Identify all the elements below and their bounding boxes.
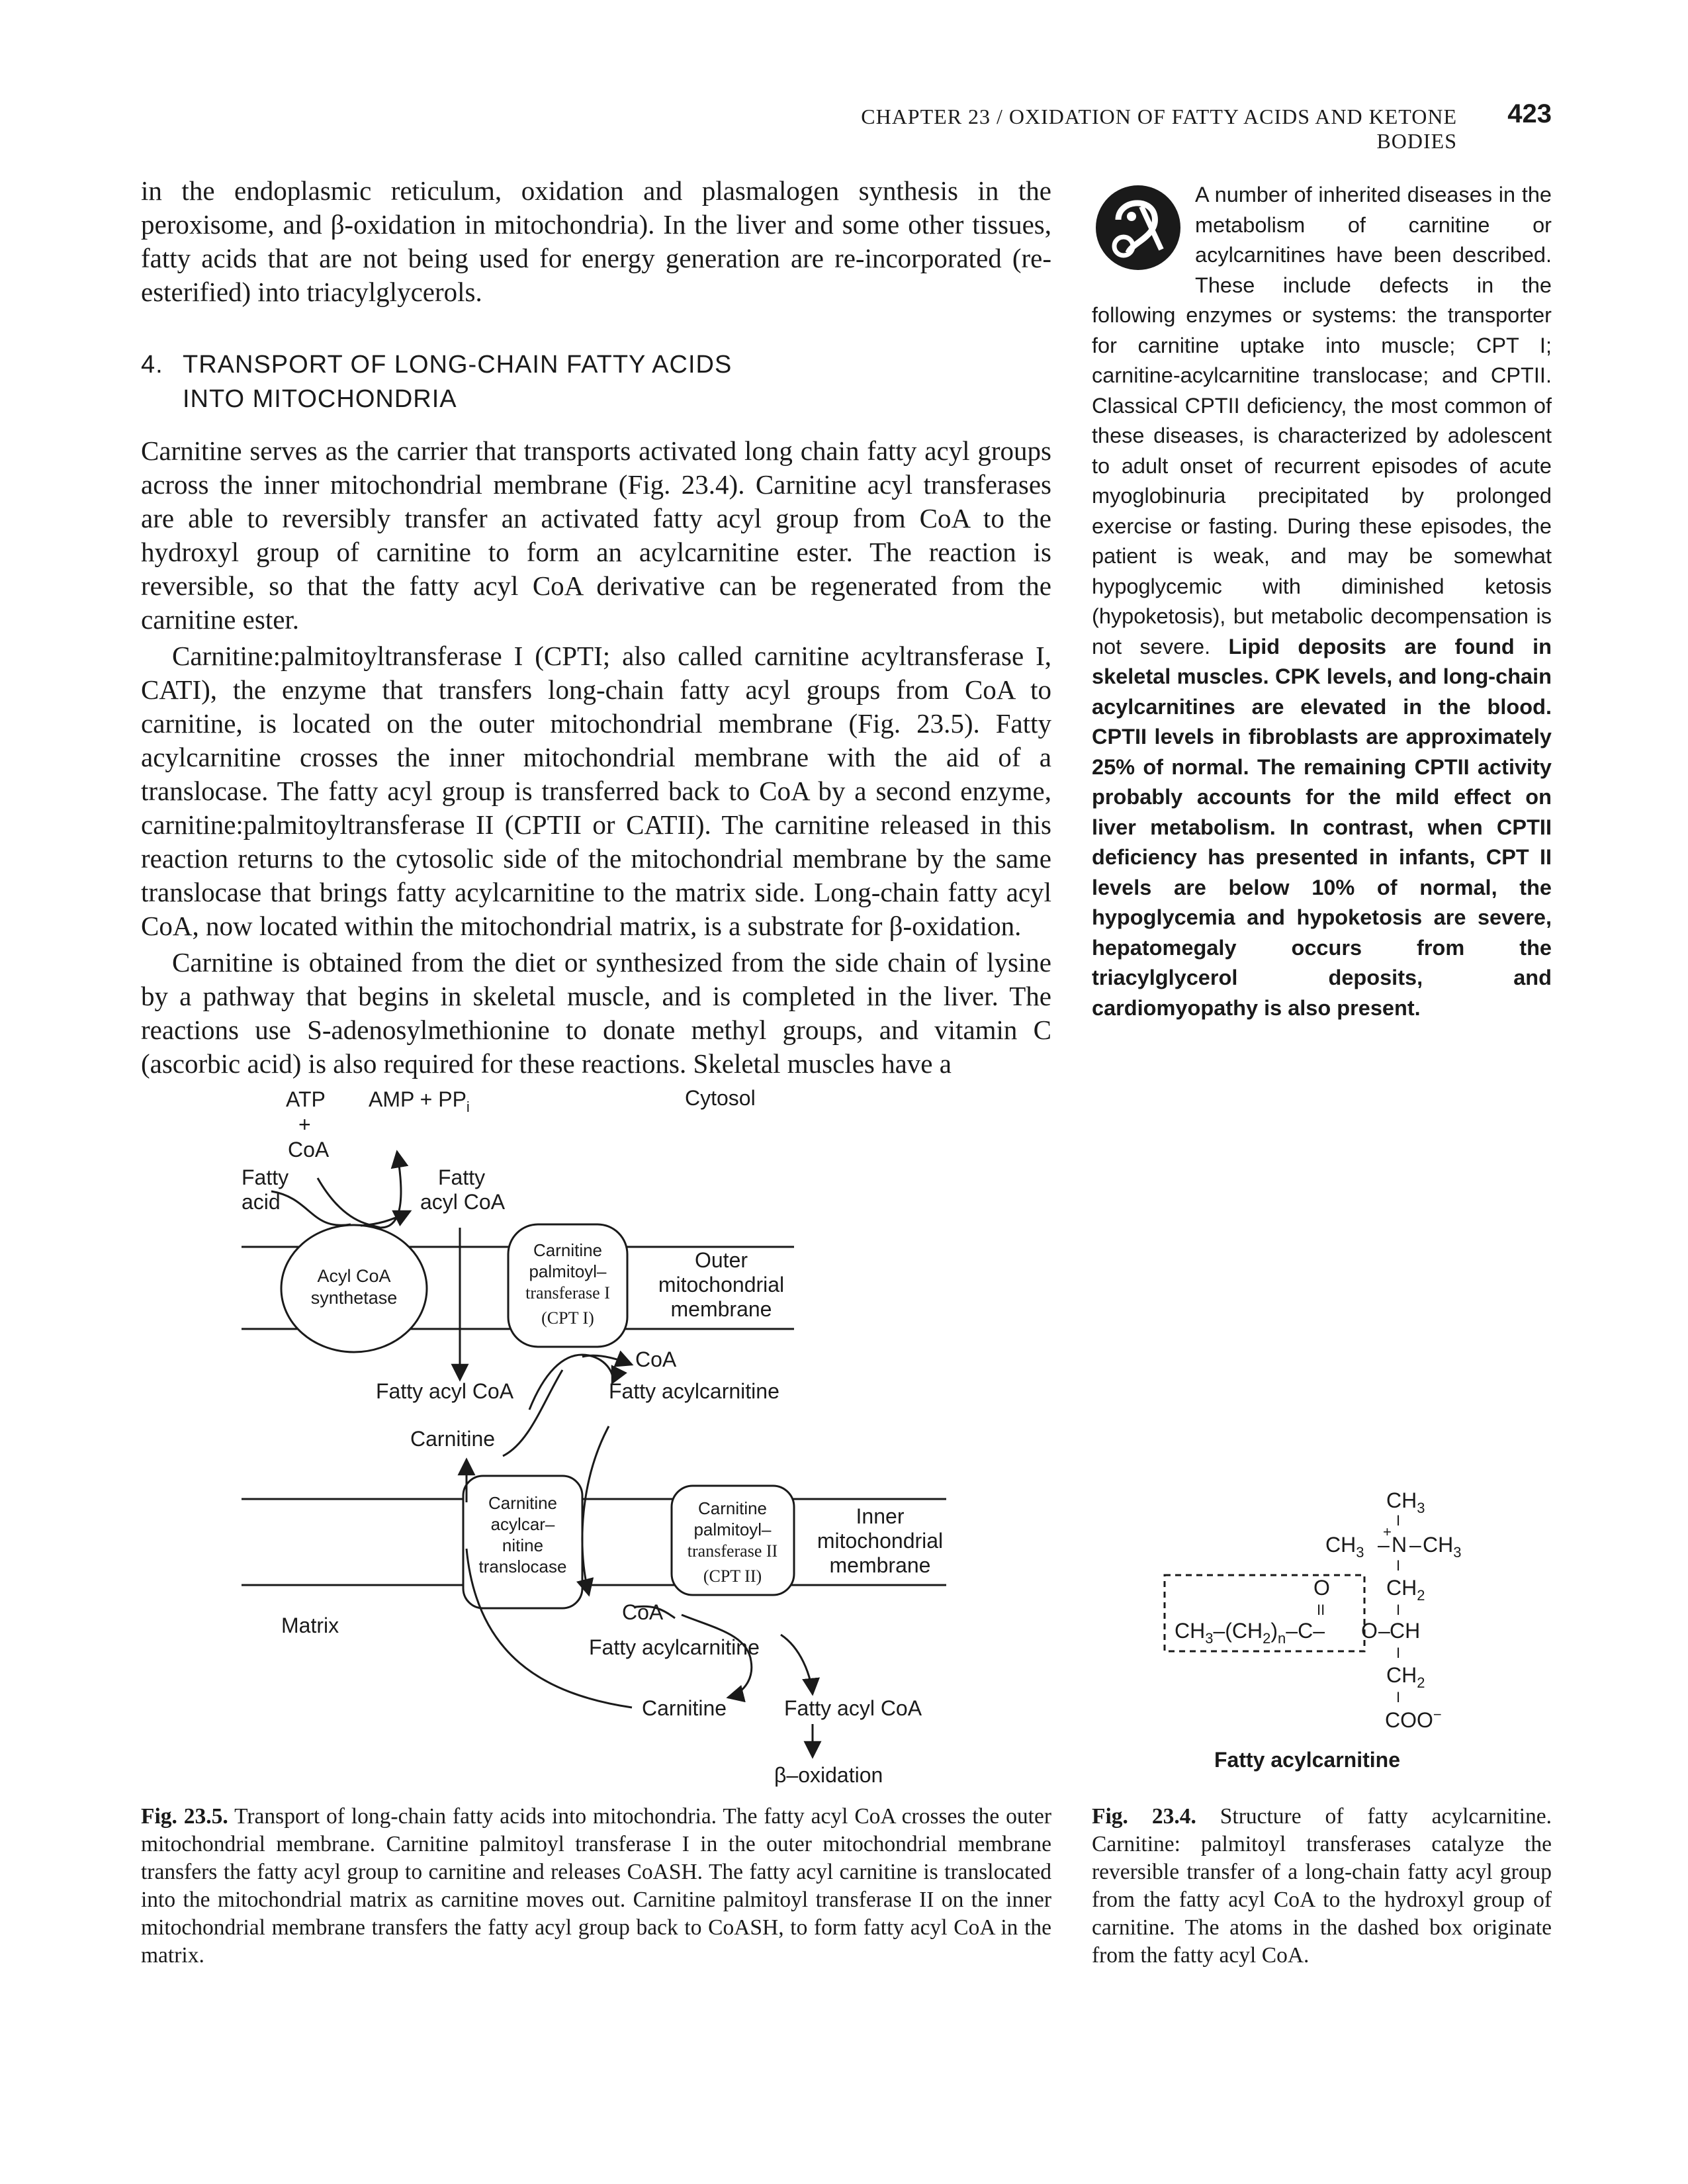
inner-membrane-label-2: mitochondrial <box>817 1529 943 1553</box>
coa-release-arrow <box>582 1350 634 1367</box>
atp-label: ATP <box>286 1087 326 1111</box>
section-title-line1: TRANSPORT OF LONG-CHAIN FATTY ACIDS <box>183 351 733 379</box>
translocase-label-4: translocase <box>479 1557 567 1576</box>
svg-text:–: – <box>1378 1619 1390 1643</box>
fig234-caption-label: Fig. 23.4. <box>1092 1804 1196 1829</box>
fig235-caption-label: Fig. 23.5. <box>141 1804 228 1829</box>
synthetase-label-1: Acyl CoA <box>317 1266 390 1286</box>
cpt1-box <box>507 1223 629 1348</box>
cpt2-label-2: palmitoyl– <box>693 1520 772 1539</box>
beta-oxidation-label: β–oxidation <box>774 1763 883 1787</box>
fig234-caption-text: Structure of fatty acylcarnitine. Carnit… <box>1092 1804 1552 1968</box>
matrix-label: Matrix <box>281 1614 339 1637</box>
para-2: Carnitine:palmitoyltransferase I (CPTI; … <box>141 641 1051 941</box>
ch3-top: CH3 <box>1386 1488 1425 1516</box>
fatty-acyl-coa-matrix-label: Fatty acyl CoA <box>784 1696 922 1720</box>
cpt1-label-3: transferase I <box>525 1283 610 1302</box>
fatty-acid-label-2: acid <box>242 1190 281 1214</box>
acylcarnitine-translocation-arrow <box>576 1426 610 1597</box>
n-right-ch3: CH3 <box>1423 1533 1461 1561</box>
svg-text:–: – <box>1409 1533 1421 1557</box>
svg-text:I: I <box>1396 1602 1400 1618</box>
section-title-line2: INTO MITOCHONDRIA <box>183 385 457 413</box>
cpt2-reaction-curve <box>681 1614 753 1703</box>
coa-matrix-label: CoA <box>622 1600 664 1624</box>
plus-label: + <box>298 1113 311 1136</box>
cpt2-label-3: transferase II <box>688 1541 777 1561</box>
carnitine-ims-label: Carnitine <box>410 1427 495 1451</box>
inner-membrane-label-3: membrane <box>830 1553 931 1577</box>
translocase-label-3: nitine <box>502 1535 543 1555</box>
translocase-label-2: acylcar– <box>491 1514 555 1534</box>
fig235-caption-text: Transport of long-chain fatty acids into… <box>141 1804 1051 1968</box>
section-number: 4. <box>141 351 163 379</box>
cpt2-box <box>670 1484 795 1596</box>
amp-ppi-label: AMP + PPi <box>369 1087 470 1115</box>
fatty-acid-curve <box>271 1190 351 1226</box>
para-1: Carnitine serves as the carrier that tra… <box>141 435 1051 635</box>
double-bond: II <box>1317 1602 1325 1618</box>
fatty-acyl-coa-arrow <box>360 1210 412 1227</box>
coa-mid-label: CoA <box>635 1347 677 1371</box>
fatty-acid-label-1: Fatty <box>242 1165 289 1189</box>
outer-membrane-label-1: Outer <box>695 1248 748 1272</box>
n-plus: + <box>1383 1524 1392 1540</box>
svg-text:–: – <box>1378 1533 1390 1557</box>
fatty-acyl-coa-ims-label: Fatty acyl CoA <box>376 1379 514 1403</box>
ch2-b: CH2 <box>1386 1663 1425 1691</box>
page-number: 423 <box>1507 99 1552 128</box>
para-3: Carnitine is obtained from the diet or s… <box>141 947 1051 1079</box>
fig234-caption: Fig. 23.4. Structure of fatty acylcarnit… <box>1092 1803 1552 1970</box>
outer-membrane-label-2: mitochondrial <box>658 1273 784 1297</box>
svg-text:I: I <box>1396 1557 1400 1574</box>
fatty-acyl-coa-label-2: acyl CoA <box>420 1190 506 1214</box>
carnitine-matrix-label: Carnitine <box>642 1696 727 1720</box>
figure-23-5-diagram: ATP AMP + PPi + CoA Fatty acid Fatty acy… <box>242 1086 946 1787</box>
atp-amp-curve <box>316 1150 409 1229</box>
sidebar-text-bold: Lipid deposits are found in skeletal mus… <box>1092 634 1552 1020</box>
cpt2-label-4: (CPT II) <box>703 1567 762 1586</box>
cpt2-label-1: Carnitine <box>698 1498 767 1518</box>
acyl-origin-dashed-box <box>1163 1574 1366 1653</box>
n-center: N <box>1392 1533 1407 1557</box>
section-heading: 4. TRANSPORT OF LONG-CHAIN FATTY ACIDS IN… <box>141 347 869 416</box>
svg-text:I: I <box>1396 1689 1400 1706</box>
carboxylate: COO− <box>1385 1706 1442 1732</box>
cpt1-label-2: palmitoyl– <box>529 1261 607 1281</box>
svg-text:I: I <box>1396 1645 1400 1661</box>
carnitine-return-loop <box>465 1548 633 1709</box>
inner-membrane-label-1: Inner <box>856 1504 905 1528</box>
cpt1-label-4: (CPT I) <box>541 1308 594 1328</box>
running-head: CHAPTER 23 / OXIDATION OF FATTY ACIDS AN… <box>861 105 1457 153</box>
figure-23-4-structure: CH3 I CH3 – + N – CH3 I O II CH2 I CH3–(… <box>1163 1488 1461 1772</box>
fatty-acylcarnitine-ims-label: Fatty acylcarnitine <box>609 1379 779 1403</box>
carnitine-in-curve <box>502 1369 564 1457</box>
n-left-ch3: CH3 <box>1325 1533 1364 1561</box>
para-intro: in the endoplasmic reticulum, oxidation … <box>141 175 1051 307</box>
cpt1-label-1: Carnitine <box>533 1240 602 1260</box>
svg-text:I: I <box>1396 1512 1400 1529</box>
fatty-acyl-coa-label-1: Fatty <box>438 1165 485 1189</box>
sidebar-text-plain: A number of inherited diseases in the me… <box>1092 183 1552 659</box>
fig234-title: Fatty acylcarnitine <box>1214 1748 1400 1772</box>
outer-membrane-label-3: membrane <box>671 1297 772 1321</box>
acyl-chain: CH3–(CH2)n–C– <box>1175 1619 1325 1647</box>
inherited-disease-icon <box>1096 185 1180 270</box>
coa-top-label: CoA <box>288 1138 330 1161</box>
o-double: O <box>1313 1576 1330 1600</box>
fig235-caption: Fig. 23.5. Transport of long-chain fatty… <box>141 1803 1051 1970</box>
sidebar-note: A number of inherited diseases in the me… <box>1092 180 1552 1023</box>
cpt1-reaction-curve <box>528 1353 627 1410</box>
translocase-label-1: Carnitine <box>488 1493 557 1513</box>
fatty-acylcarnitine-matrix-label: Fatty acylcarnitine <box>589 1635 760 1659</box>
fatty-acyl-coa-matrix-arrow <box>780 1633 821 1696</box>
cytosol-label: Cytosol <box>685 1086 756 1110</box>
acyl-coa-synthetase-circle <box>280 1224 428 1353</box>
coa-matrix-curve <box>635 1605 676 1619</box>
body-text: Carnitine serves as the carrier that tra… <box>141 434 1051 1081</box>
ch2-a: CH2 <box>1386 1576 1425 1604</box>
ch-carbon: CH <box>1390 1619 1420 1643</box>
intro-paragraph: in the endoplasmic reticulum, oxidation … <box>141 174 1051 309</box>
synthetase-label-2: synthetase <box>311 1288 398 1308</box>
